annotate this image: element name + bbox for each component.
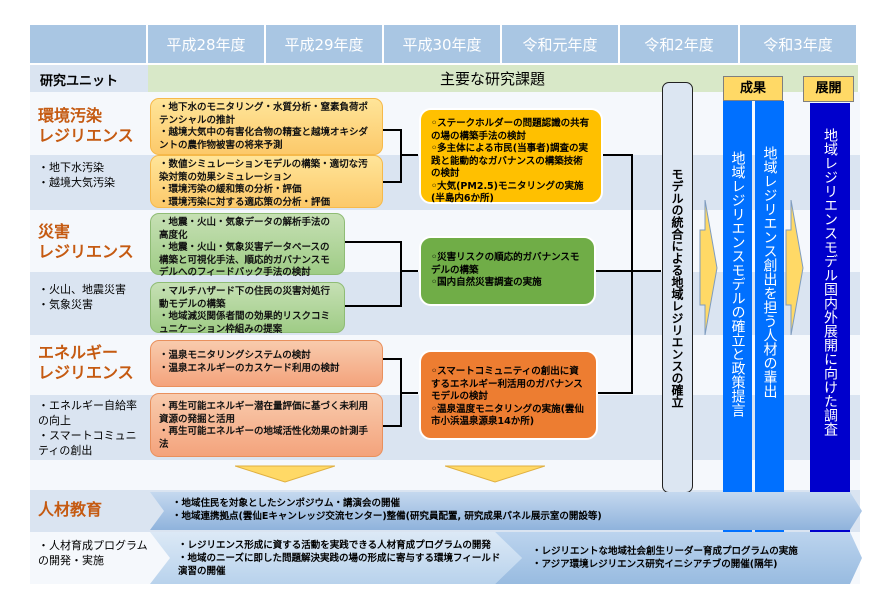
unit-column-label: 研究ユニット bbox=[40, 74, 119, 89]
education-band-2b bbox=[495, 532, 862, 584]
unit-disaster: 災害 レジリエンス bbox=[38, 222, 134, 261]
year-header: 平成30年度 bbox=[384, 25, 502, 63]
env-topic-box-1: ・地下水のモニタリング・水質分析・窒素負荷ポテンシャルの推計 ・越境大気中の有害… bbox=[150, 98, 383, 155]
main-topics-label: 主要な研究課題 bbox=[440, 70, 546, 88]
down-arrow-icon bbox=[445, 465, 545, 483]
unit-education: 人材教育 bbox=[38, 500, 103, 519]
dis-topic-box-1: ・地震・火山・気象データの解析手法の高度化 ・地震・火山・気象災害データベースの… bbox=[150, 213, 345, 278]
year-header: 令和2年度 bbox=[620, 25, 740, 63]
right-arrow-icon bbox=[785, 200, 804, 335]
outcome-label: 成果 bbox=[723, 76, 783, 101]
ene-center-box: ◦スマートコミュニティの創出に資するエネルギー利活用のガバナンスモデルの検討 ◦… bbox=[419, 350, 598, 440]
unit-energy-sub: ・エネルギー自給率の向上 ・スマートコミュニティの創出 bbox=[38, 399, 137, 457]
year-header: 令和3年度 bbox=[740, 25, 858, 63]
down-arrow-icon bbox=[235, 465, 335, 483]
deploy-box: 地域レジリエンスモデル国内外展開に向けた調査 bbox=[810, 103, 850, 536]
ene-topic-box-2: ・再生可能エネルギー潜在量評価に基づく未利用資源の発掘と活用 ・再生可能エネルギ… bbox=[150, 393, 383, 457]
unit-environment-sub: ・地下水汚染 ・越境大気汚染 bbox=[38, 161, 115, 189]
env-topic-box-2: ・数値シミュレーションモデルの構築・適切な汚染対策の効果シミュレーション ・環境… bbox=[150, 155, 383, 208]
dis-topic-box-2: ・マルチハザード下の住民の災害対処行動モデルの構築 ・地域減災関係者間の効果的リ… bbox=[150, 282, 345, 335]
year-header: 令和元年度 bbox=[502, 25, 620, 63]
year-header: 平成28年度 bbox=[148, 25, 266, 63]
unit-education-sub: ・人材育成プログラムの開発・実施 bbox=[38, 539, 148, 567]
dis-center-box: ◦災害リスクの順応的ガバナンスモデルの構築 ◦国内自然災害調査の実施 bbox=[419, 236, 596, 306]
unit-disaster-sub: ・火山、地震災害 ・気象災害 bbox=[38, 283, 126, 311]
right-arrow-icon bbox=[699, 200, 718, 335]
unit-environment: 環境汚染 レジリエンス bbox=[38, 106, 134, 145]
integration-box: モデルの統合による地域レジリエンスの確立 bbox=[662, 82, 693, 493]
education-band-1-text: ・地域住民を対象としたシンポジウム・講演会の開催 ・地域連携拠点(雲仙Eキャンレ… bbox=[172, 498, 602, 522]
education-band-2b-text: ・レジリエントな地域社会創生リーダー育成プログラムの実施 ・アジア環境レジリエン… bbox=[532, 546, 798, 570]
outcome-talent-box: 地域レジリエンス創出を担う人材の輩出 bbox=[755, 101, 784, 535]
unit-energy: エネルギー レジリエンス bbox=[38, 343, 134, 382]
education-band-1 bbox=[150, 492, 862, 530]
education-band-2a-text: ・レジリエンス形成に資する活動を実践できる人材育成プログラムの開発 ・地域のニー… bbox=[178, 540, 501, 577]
outcome-policy-box: 地域レジリエンスモデルの確立と政策提言 bbox=[723, 101, 752, 535]
header-corner bbox=[30, 25, 148, 63]
env-center-box: ◦ステークホルダーの問題認識の共有の場の構築手法の検討 ◦多主体による市民(当事… bbox=[419, 108, 603, 204]
deploy-label: 展開 bbox=[803, 76, 854, 102]
year-header: 平成29年度 bbox=[266, 25, 384, 63]
education-band-2a bbox=[150, 532, 522, 584]
ene-topic-box-1: ・温泉モニタリングシステムの検討 ・温泉エネルギーのカスケード利用の検討 bbox=[150, 340, 383, 387]
